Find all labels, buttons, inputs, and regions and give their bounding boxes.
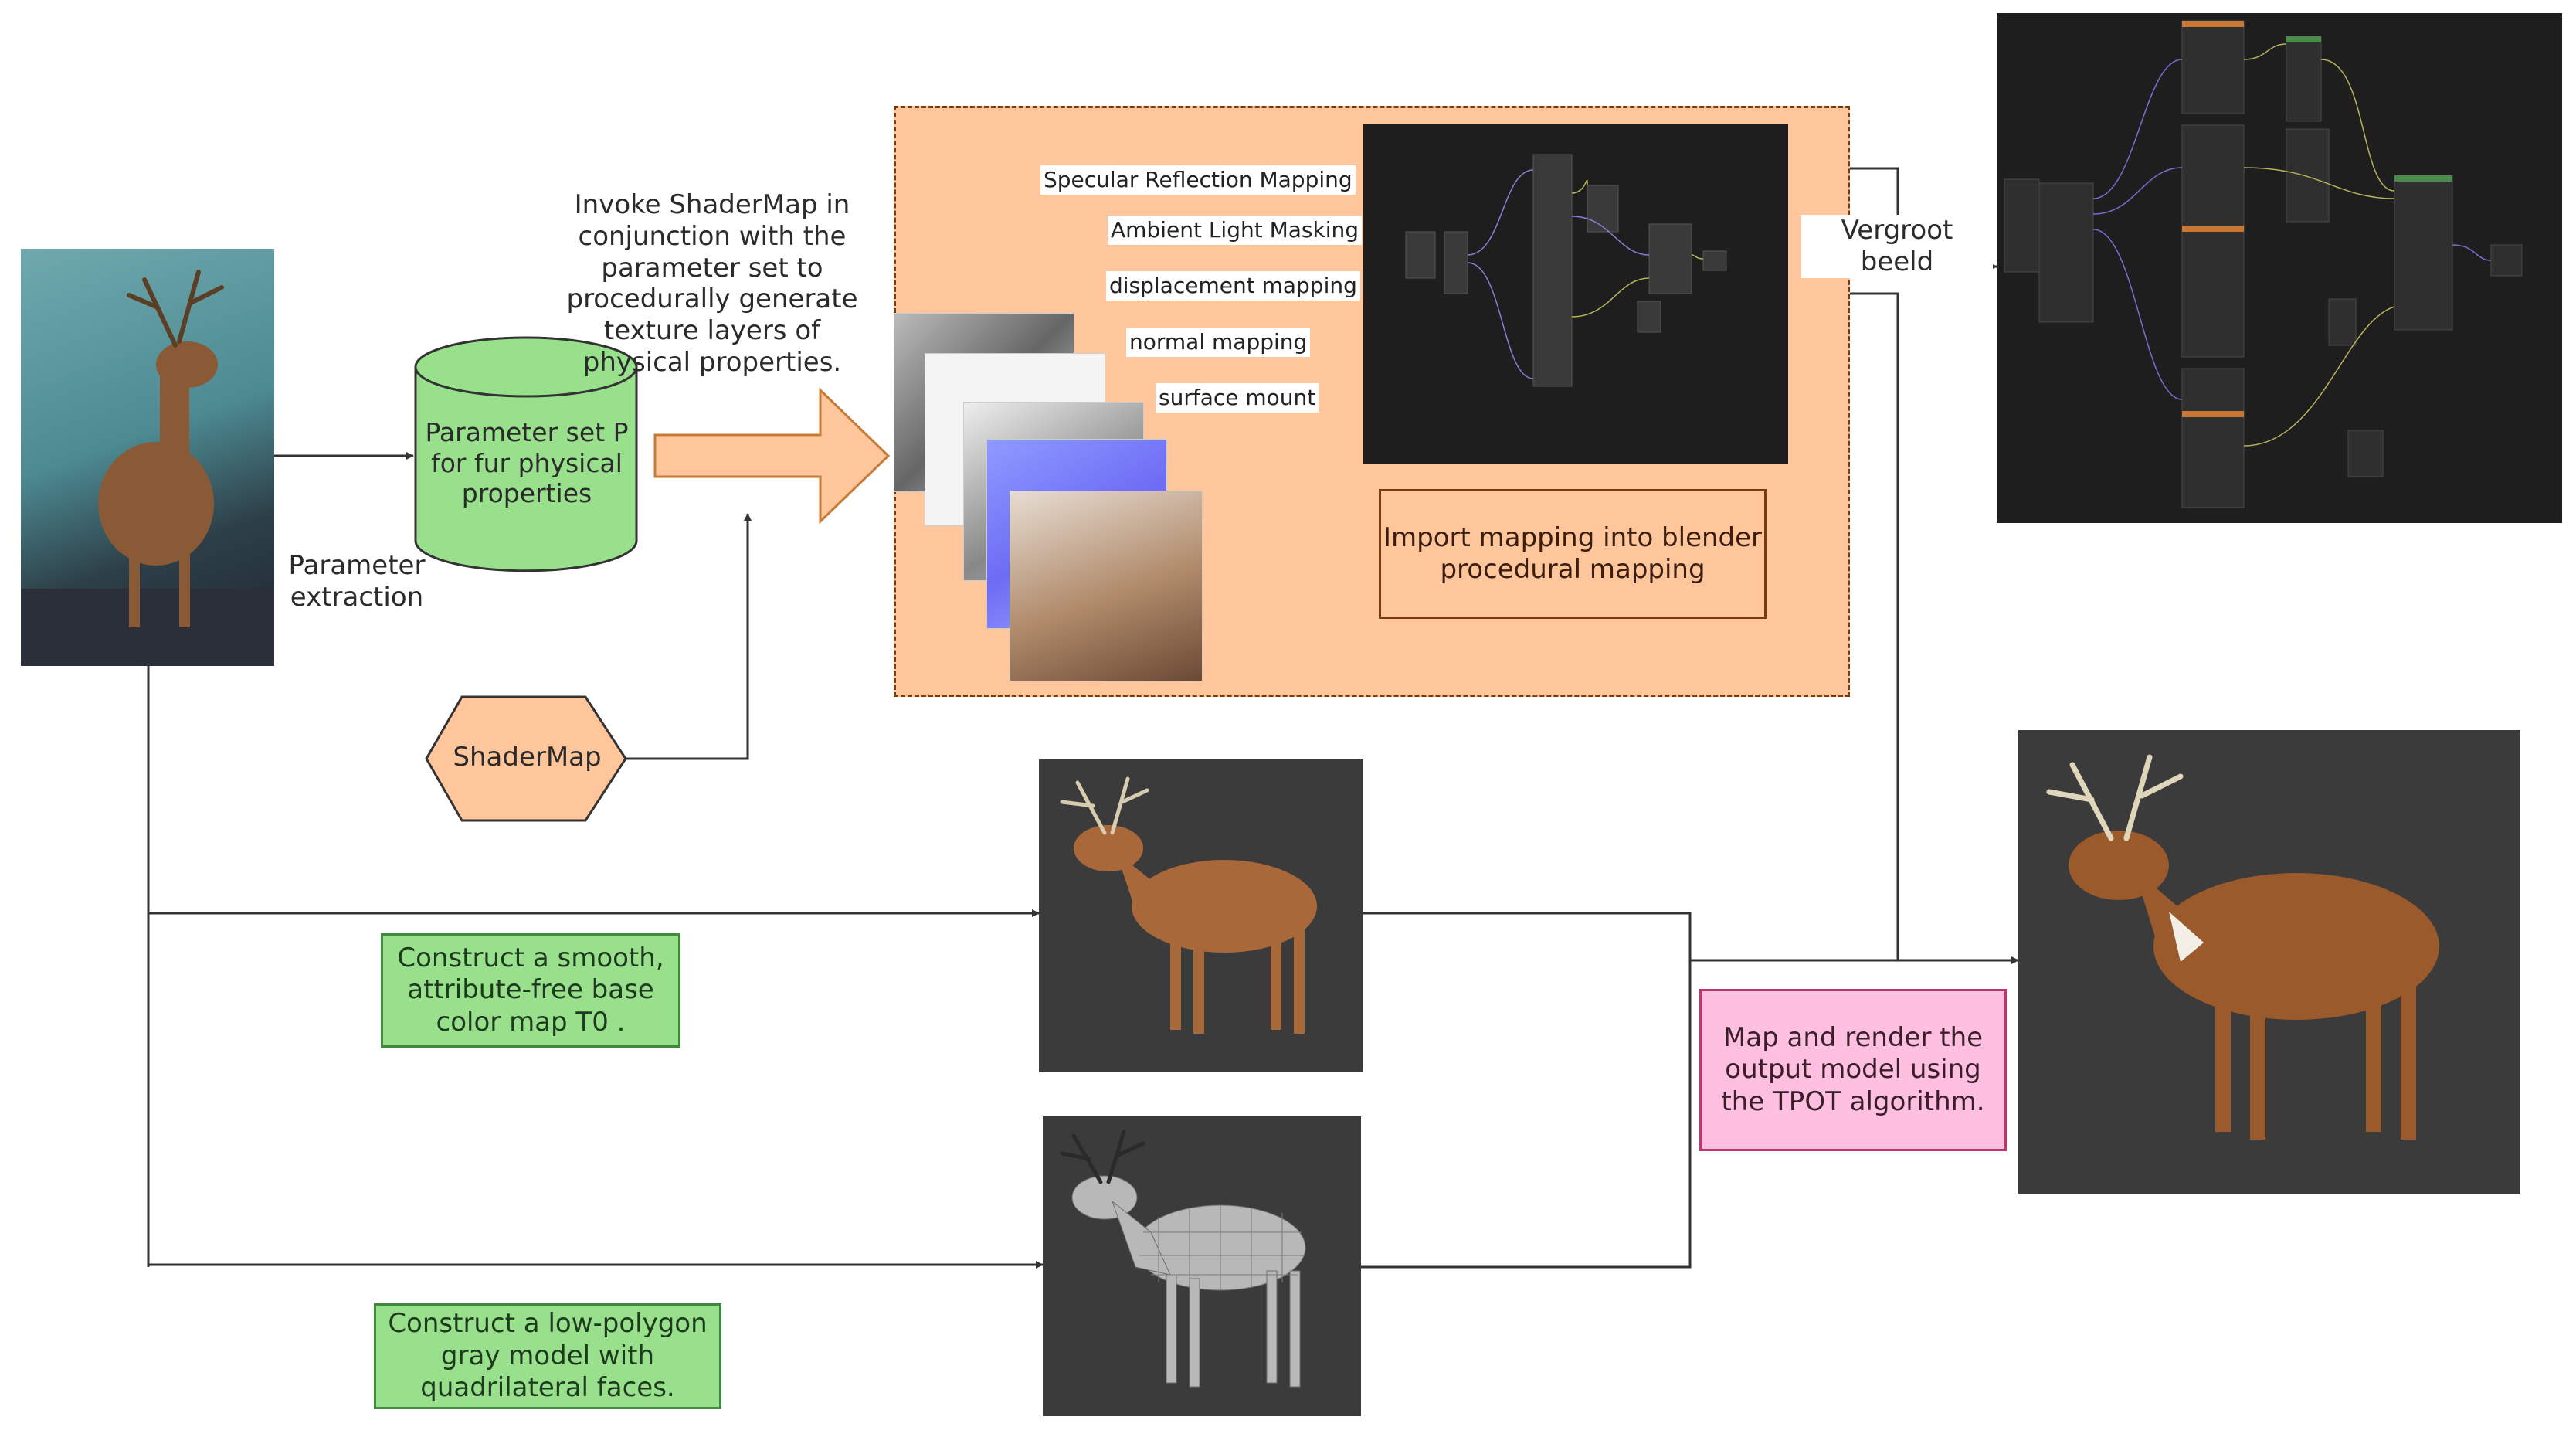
node-graph-drawing (1405, 154, 1727, 387)
parameter-set-text: Parameter set P for fur physical propert… (425, 417, 629, 509)
deer-photo-silhouette (21, 270, 274, 666)
deer-photo (21, 249, 274, 666)
arrow-shadermap-to-process (626, 513, 752, 760)
parameter-extraction-label: Parameter extraction (288, 550, 426, 613)
import-mapping-box: Import mapping into blender procedural m… (1379, 489, 1767, 619)
shadermap-hexagon (425, 695, 627, 822)
label-ambient-masking: Ambient Light Masking (1108, 216, 1363, 245)
brown-deer-render (1060, 776, 1317, 1034)
label-surface-mount: surface mount (1156, 383, 1319, 413)
base-color-render (1039, 759, 1363, 1072)
low-poly-model-box: Construct a low-polygon gray model with … (374, 1303, 721, 1409)
tpot-render-box: Map and render the output model using th… (1699, 989, 2007, 1151)
big-orange-arrow (653, 387, 891, 525)
final-render (2018, 730, 2520, 1194)
label-displacement-mapping: displacement mapping (1106, 271, 1360, 301)
blender-node-graph (1363, 124, 1788, 464)
wireframe-deer-render (1060, 1130, 1306, 1388)
texture-surface (1010, 491, 1203, 681)
line-base-render-out (1359, 912, 1692, 1269)
label-normal-mapping: normal mapping (1126, 328, 1311, 357)
invoke-shadermap-text: Invoke ShaderMap in conjunction with the… (566, 189, 858, 378)
zoomed-node-graph-drawing (2004, 20, 2523, 508)
parameter-set-cylinder (414, 336, 638, 572)
shadermap-label: ShaderMap (453, 742, 602, 773)
label-specular-mapping: Specular Reflection Mapping (1040, 165, 1356, 195)
base-color-map-box: Construct a smooth, attribute-free base … (381, 933, 680, 1048)
final-deer-render (2046, 754, 2439, 1140)
vergroot-beeld-label: Vergroot beeld (1801, 215, 1993, 278)
blender-node-graph-zoomed (1997, 13, 2562, 523)
low-poly-render (1043, 1116, 1361, 1416)
